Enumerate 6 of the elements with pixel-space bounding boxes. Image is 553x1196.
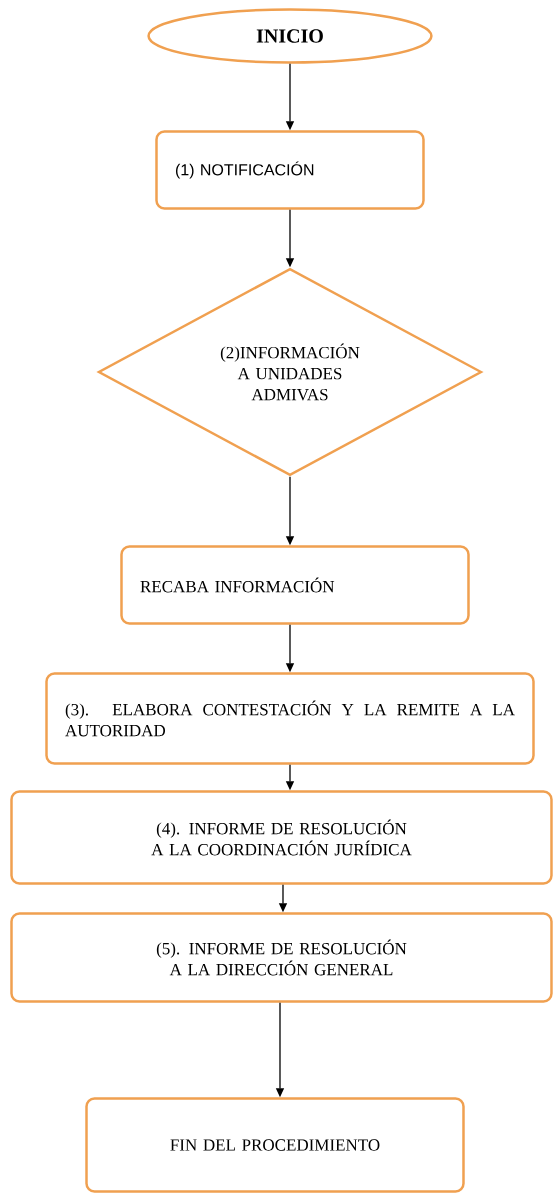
end-box: FIN DEL PROCEDIMIENTO: [85, 1097, 465, 1193]
process-box: (4). INFORME DE RESOLUCIÓN A LA COORDINACIÓN JURÍDICA: [10, 790, 553, 885]
process-box: (5). INFORME DE RESOLUCIÓN A LA DIRECCIÓN GENERAL: [10, 912, 553, 1003]
process-box: (3). ELABORA CONTESTACIÓN Y LA REMITE A LA AUTORIDAD: [45, 672, 535, 765]
process-box: RECABA INFORMACIÓN: [120, 545, 470, 625]
process-box: (1) NOTIFICACIÓN: [155, 130, 425, 210]
